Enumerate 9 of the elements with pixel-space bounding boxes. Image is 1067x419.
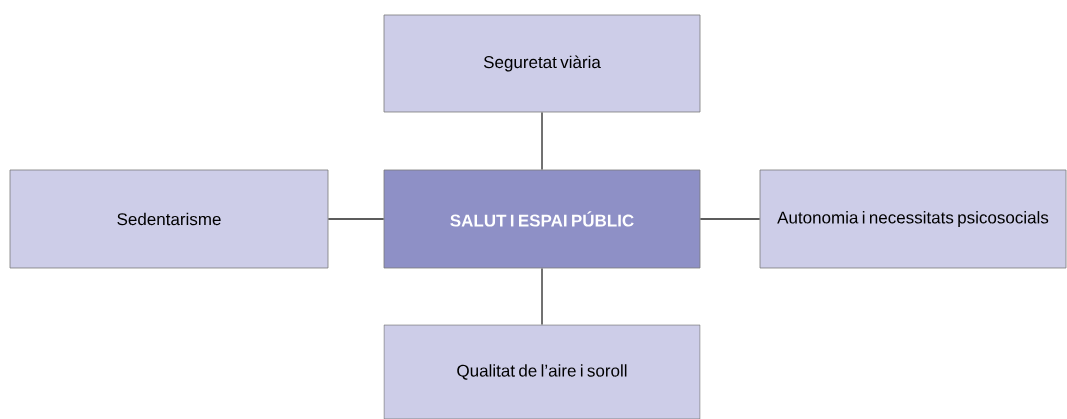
connector-line	[541, 111, 543, 171]
topic-box: Qualitat de l’aire i soroll	[383, 324, 701, 419]
topic-box: Autonomia i necessitats psicosocials	[759, 169, 1067, 269]
connector-line	[541, 267, 543, 326]
topic-box: Seguretat viària	[383, 14, 701, 113]
central-box: SALUT I ESPAI PÚBLIC	[383, 169, 701, 269]
topic-box: Sedentarisme	[9, 169, 329, 269]
connector-line	[699, 218, 761, 220]
connector-line	[327, 218, 385, 220]
